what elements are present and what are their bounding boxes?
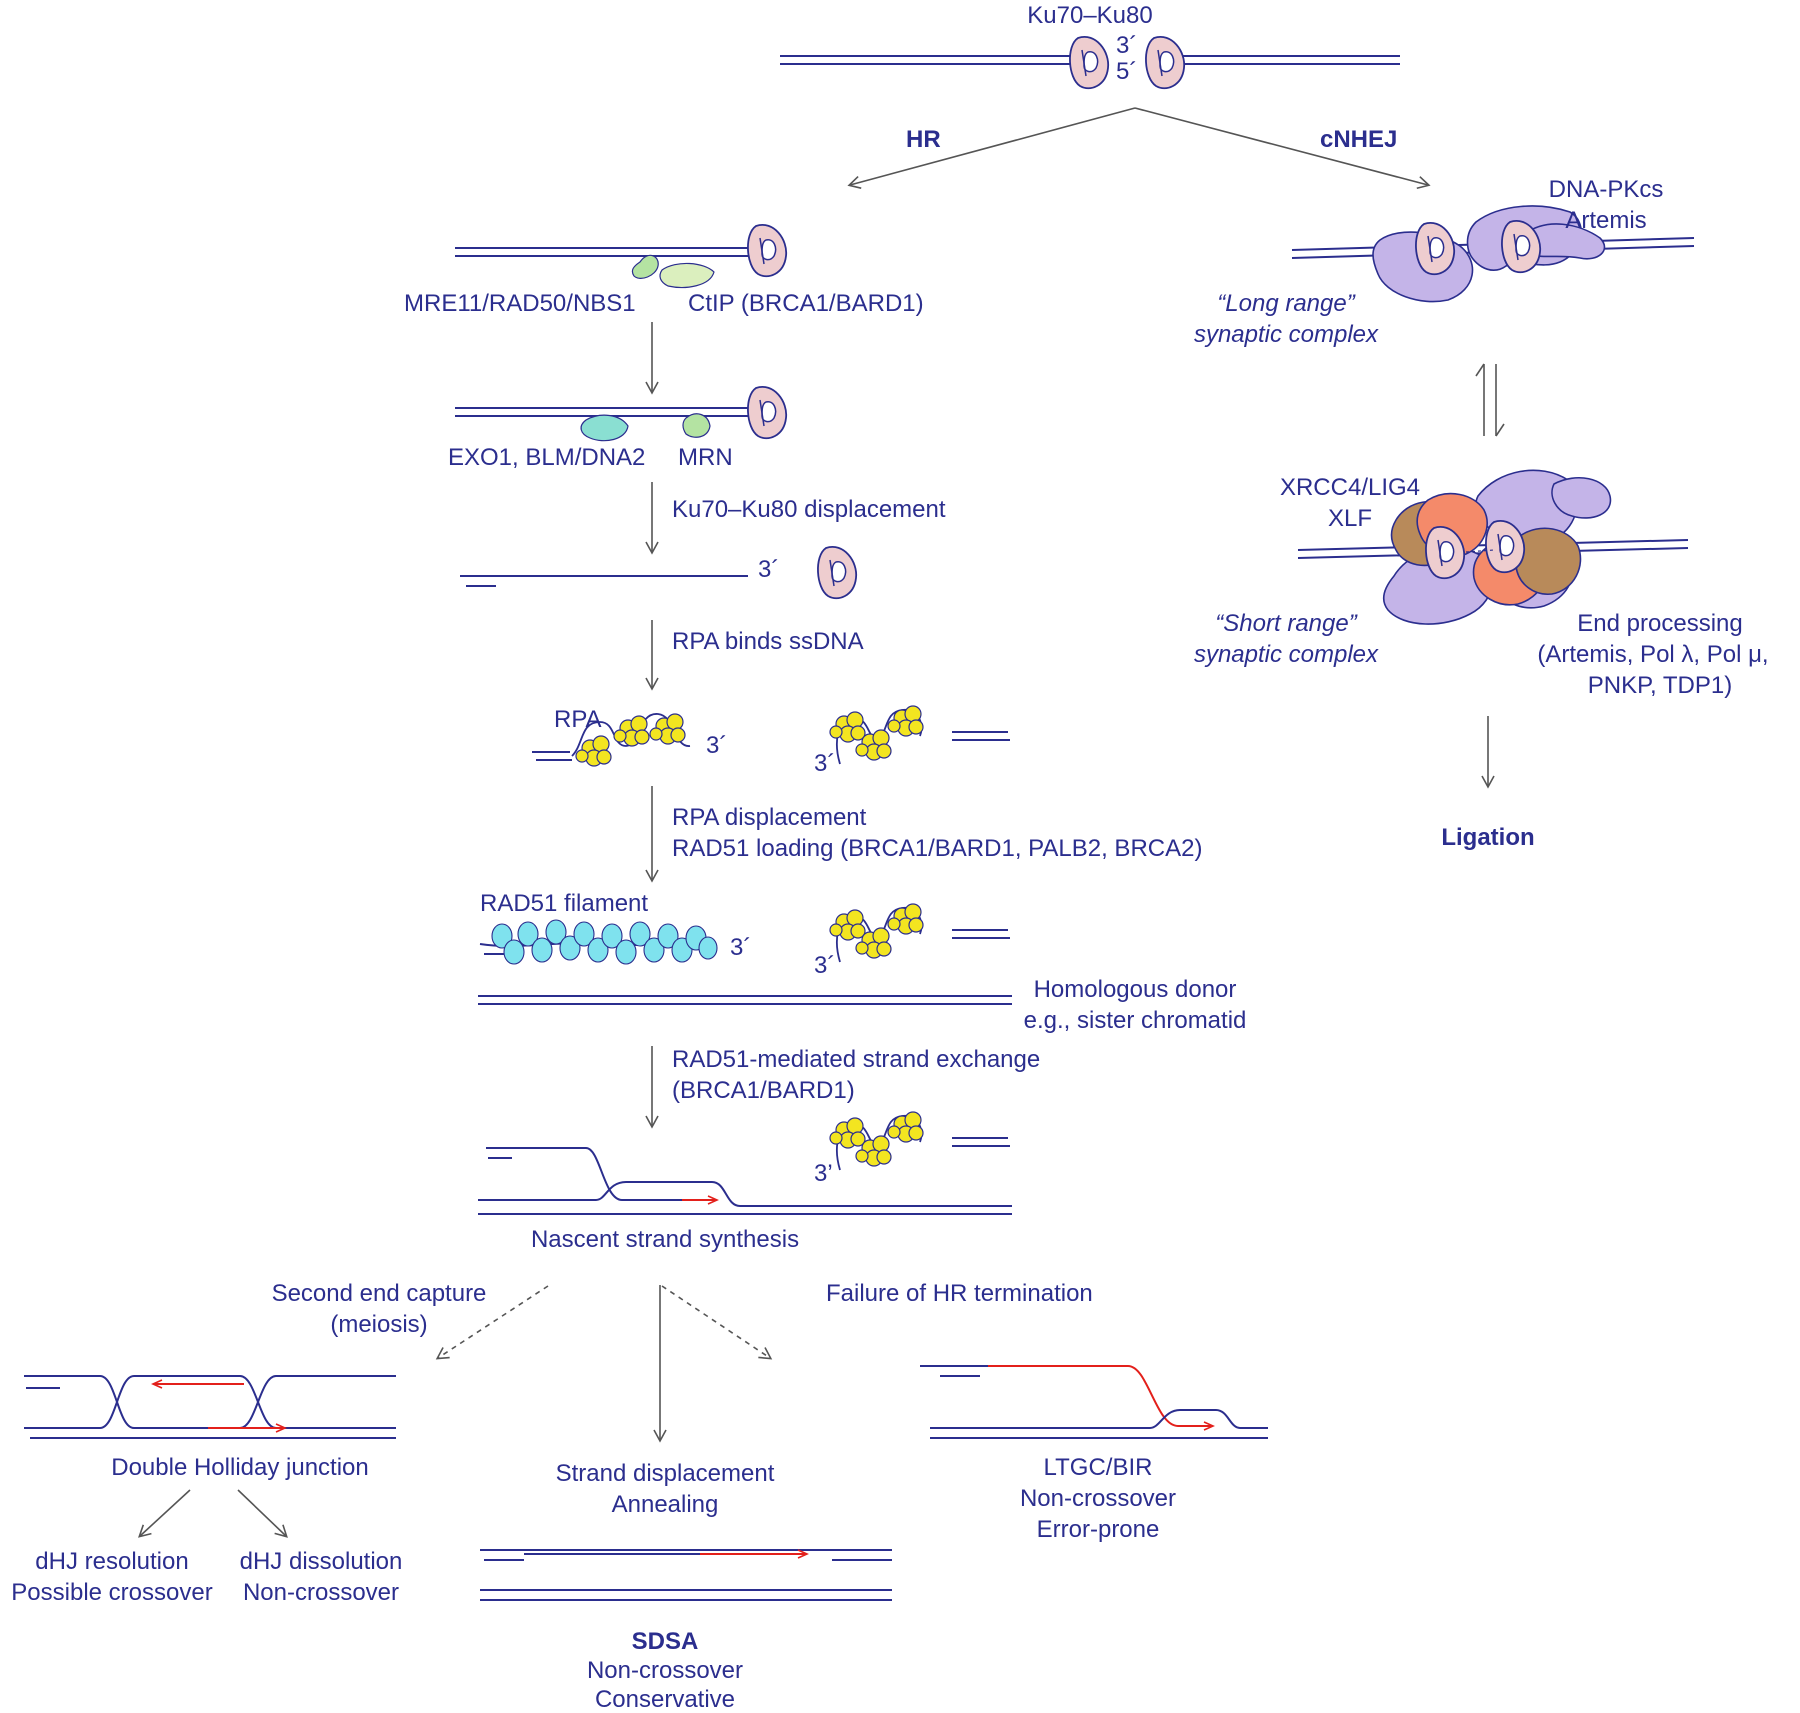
dissolution-arrow (237, 1489, 288, 1538)
sdsa-product (480, 1549, 892, 1601)
strand-exchange-label-2: (BRCA1/BARD1) (672, 1077, 855, 1104)
rpa-3-left-label: 3´ (706, 732, 728, 759)
rad51-loading-label: RAD51 loading (BRCA1/BARD1, PALB2, BRCA2… (672, 835, 1203, 862)
rad51-filament-label: RAD51 filament (480, 890, 649, 917)
ltgc-bir-label: LTGC/BIR (1043, 1454, 1153, 1481)
dhj-label: Double Holliday junction (111, 1454, 369, 1481)
ku70-ku80-label: Ku70–Ku80 (1027, 2, 1153, 29)
ligation-label: Ligation (1441, 824, 1535, 851)
error-prone-label: Error-prone (1036, 1516, 1160, 1543)
hr-resection-dna (455, 386, 788, 442)
short-range-label-1: “Short range” (1215, 610, 1357, 637)
long-range-label-1: “Long range” (1217, 290, 1355, 317)
xrcc4-lig4-label: XRCC4/LIG4 (1279, 474, 1421, 501)
strand-displacement-label: Strand displacement (555, 1460, 775, 1487)
end-3-label: 3´ (1116, 32, 1138, 59)
ku-displacement-label: Ku70–Ku80 displacement (672, 496, 946, 523)
strand-exchange-label-1: RAD51-mediated strand exchange (672, 1046, 1041, 1073)
equilibrium-arrows (1475, 363, 1505, 437)
resolution-arrow (138, 1489, 191, 1538)
donor-label-1: Homologous donor (1033, 976, 1237, 1003)
sdsa-non-crossover-label: Non-crossover (586, 1657, 744, 1684)
hr-overhang-dna (460, 546, 858, 600)
ctip-label: CtIP (BRCA1/BARD1) (688, 290, 924, 317)
hr-branch-label: HR (906, 126, 941, 153)
ltgc-non-crossover-label: Non-crossover (1019, 1485, 1177, 1512)
short-range-complex (1297, 469, 1689, 625)
double-holliday-junction (24, 1375, 396, 1439)
failure-label: Failure of HR termination (826, 1280, 1093, 1307)
dna-pkcs-label: DNA-PKcs (1548, 176, 1664, 203)
end-5-label: 5´ (1116, 58, 1138, 85)
d-loop (478, 1112, 1012, 1215)
sdsa-conservative-label: Conservative (594, 1686, 736, 1713)
long-range-label-2: synaptic complex (1193, 321, 1379, 348)
xlf-label: XLF (1327, 505, 1372, 532)
nascent-synthesis-label: Nascent strand synthesis (530, 1226, 800, 1253)
sdsa-label: SDSA (631, 1628, 699, 1655)
mrn-complex-label: MRE11/RAD50/NBS1 (404, 290, 636, 317)
end-processing-enzymes-1: (Artemis, Pol λ, Pol μ, (1537, 641, 1769, 668)
rpa-binds-label: RPA binds ssDNA (672, 628, 864, 655)
second-end-arrow (435, 1285, 549, 1360)
second-end-label-2: (meiosis) (330, 1311, 428, 1338)
rpa-coated-ends (532, 706, 1010, 767)
cnhej-branch-arrow (1134, 107, 1431, 190)
long-range-complex (1291, 205, 1695, 303)
short-range-label-2: synaptic complex (1193, 641, 1379, 668)
possible-crossover-label: Possible crossover (11, 1579, 213, 1606)
annealing-label: Annealing (611, 1491, 719, 1518)
dhj-resolution-label: dHJ resolution (35, 1548, 189, 1575)
homologous-donor (478, 995, 1012, 1005)
mrn-short-label: MRN (678, 444, 733, 471)
end-processing-label: End processing (1577, 610, 1743, 637)
second-end-label-1: Second end capture (271, 1280, 487, 1307)
hr-branch-arrow (847, 107, 1136, 189)
artemis-label: Artemis (1565, 207, 1647, 234)
failure-arrow (661, 1285, 773, 1360)
exo1-label: EXO1, BLM/DNA2 (448, 444, 646, 471)
rad51-3-left-label: 3´ (730, 934, 752, 961)
end-processing-enzymes-2: PNKP, TDP1) (1587, 672, 1733, 699)
rad51-filament (479, 904, 1010, 965)
cnhej-branch-label: cNHEJ (1320, 126, 1398, 153)
ltgc-bir (920, 1365, 1268, 1439)
rpa-3-right-label: 3´ (814, 750, 836, 777)
hr-mrn-dna (455, 224, 788, 289)
donor-label-2: e.g., sister chromatid (1023, 1007, 1247, 1034)
overhang-3-label: 3´ (758, 556, 780, 583)
rpa-displacement-label: RPA displacement (672, 804, 867, 831)
exchange-3-label: 3’ (814, 1160, 833, 1187)
rpa-label: RPA (554, 706, 602, 733)
dhj-dissolution-label: dHJ dissolution (239, 1548, 403, 1575)
rad51-3-right-label: 3´ (814, 952, 836, 979)
dissolution-non-crossover-label: Non-crossover (242, 1579, 400, 1606)
top-dsb (780, 36, 1400, 90)
